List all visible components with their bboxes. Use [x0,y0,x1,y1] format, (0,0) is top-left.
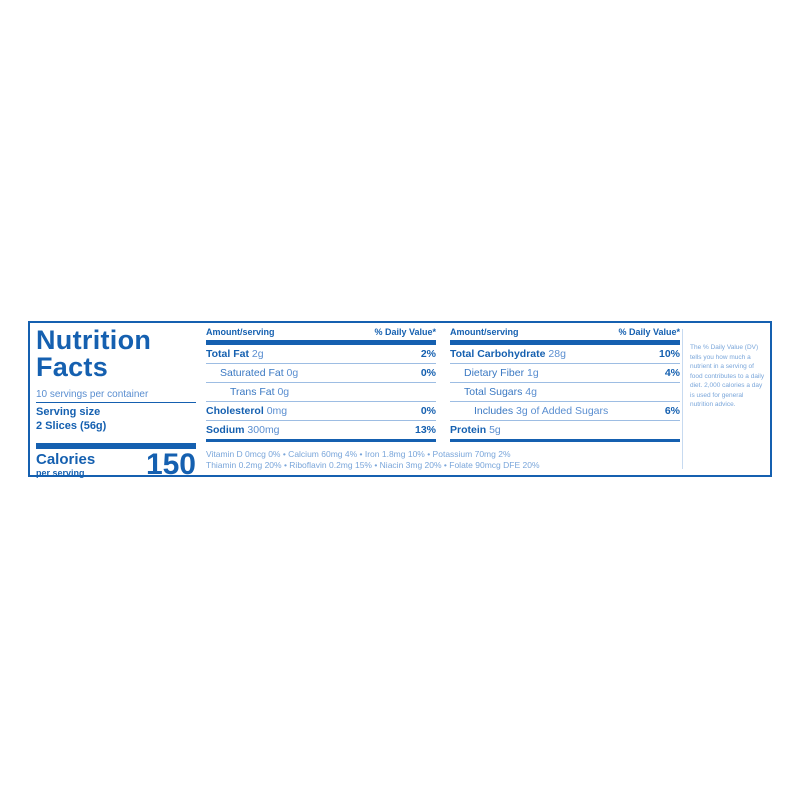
nutrition-facts-label: Nutrition Facts 10 servings per containe… [28,321,772,481]
nutrient-row: Total Sugars 4g [450,383,680,402]
nutrient-name: Dietary Fiber [464,367,525,379]
nutrient-name: Total Sugars [464,386,523,398]
nutrient-amount: 1g [527,367,539,379]
nutrient-amount: 4g [525,386,537,398]
nutrient-dv: 13% [414,424,436,436]
nutrient-name: Total Carbohydrate [450,348,546,360]
footnote-divider [682,329,683,469]
nutrient-amount: 5g [489,424,501,436]
nutrient-dv: 10% [658,348,680,360]
nutrient-row: Total Carbohydrate 28g 10% [450,345,680,364]
nutrient-amount: 28g [548,348,566,360]
nutrient-name: Includes [474,405,514,417]
nutrient-amount: 0mg [266,405,288,417]
nutrient-dv: 0% [420,367,436,379]
title-line-1: Nutrition [36,325,152,355]
nutrient-amount: 300mg [247,424,280,436]
nutrient-label: Total Carbohydrate 28g [450,348,566,360]
vitamins-line-1: Vitamin D 0mcg 0% • Calcium 60mg 4% • Ir… [206,449,511,459]
nutrient-row: Trans Fat 0g [206,383,436,402]
nutrient-dv: 4% [664,367,680,379]
dv-header: % Daily Value* [374,327,436,337]
nutrient-row: Dietary Fiber 1g 4% [450,364,680,383]
nutrient-amount: 2g [251,348,264,360]
nutrient-label: Saturated Fat 0g [206,367,298,379]
nutrient-label: Cholesterol 0mg [206,405,287,417]
nutrient-name: Sodium [206,424,245,436]
nutrient-label: Total Fat 2g [206,348,264,360]
label-left-panel: Nutrition Facts 10 servings per containe… [36,327,196,481]
calories-label: Calories [36,451,96,468]
nutrient-name: Trans Fat [230,386,275,398]
calories-section: Calories per serving 150 [36,443,196,481]
nutrient-dv: 6% [664,405,680,417]
nutrient-amount: 0g [286,367,299,379]
calories-value: 150 [145,448,196,481]
nutrient-row: Protein 5g [450,421,680,442]
nutrient-amount: 0g [277,386,290,398]
amount-header: Amount/serving [450,327,519,337]
nutrient-row: Sodium 300mg 13% [206,421,436,442]
nutrient-row: Cholesterol 0mg 0% [206,402,436,421]
nutrient-label: Sodium 300mg [206,424,280,436]
nutrient-dv: 0% [420,405,436,417]
serving-size: Serving size 2 Slices (56g) [36,405,196,433]
nutrient-label: Protein 5g [450,424,501,436]
nutrient-dv: 2% [420,348,436,360]
serving-size-value: 2 Slices (56g) [36,420,107,432]
column-header: Amount/serving % Daily Value* [206,327,436,345]
nutrient-column-left: Amount/serving % Daily Value* Total Fat … [206,327,436,442]
nutrient-amount: 3g of Added Sugars [516,405,609,417]
servings-per-container: 10 servings per container [36,389,196,403]
column-header: Amount/serving % Daily Value* [450,327,680,345]
nutrient-label: Trans Fat 0g [206,386,289,398]
nutrient-label: Dietary Fiber 1g [450,367,539,379]
nutrient-column-right: Amount/serving % Daily Value* Total Carb… [450,327,680,442]
calories-sub: per serving [36,468,85,478]
nutrient-row: Saturated Fat 0g 0% [206,364,436,383]
nutrient-name: Saturated Fat [220,367,284,379]
nutrient-name: Total Fat [206,348,249,360]
nutrient-row: Includes 3g of Added Sugars 6% [450,402,680,421]
nutrient-row: Total Fat 2g 2% [206,345,436,364]
label-title: Nutrition Facts [36,327,196,381]
daily-value-footnote: The % Daily Value (DV) tells you how muc… [690,344,765,408]
nutrient-label: Includes 3g of Added Sugars [450,405,608,417]
serving-size-label: Serving size [36,406,101,418]
amount-header: Amount/serving [206,327,275,337]
title-line-2: Facts [36,352,109,382]
vitamins-line-2: Thiamin 0.2mg 20% • Riboflavin 0.2mg 15%… [206,460,540,470]
nutrient-name: Protein [450,424,487,436]
nutrient-name: Cholesterol [206,405,264,417]
vitamins-minerals: Vitamin D 0mcg 0% • Calcium 60mg 4% • Ir… [206,449,680,471]
dv-header: % Daily Value* [618,327,680,337]
nutrient-label: Total Sugars 4g [450,386,537,398]
